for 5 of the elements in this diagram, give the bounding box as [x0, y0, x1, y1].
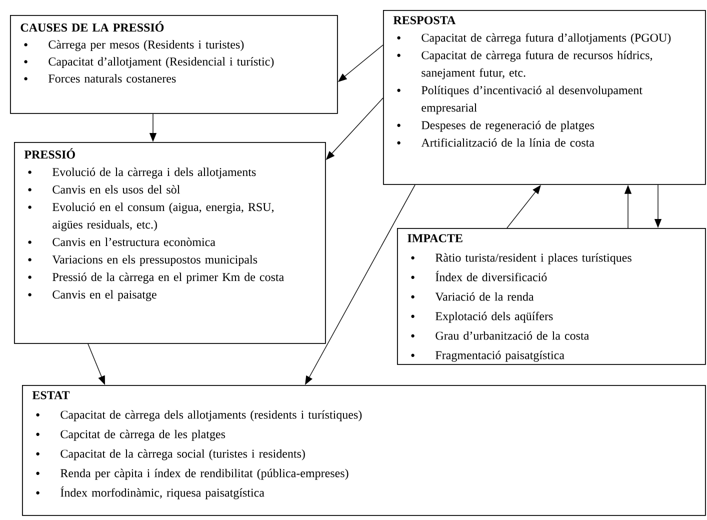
pressure-box: PRESSIÓ Evolució de la càrrega i dels allotjaments Canvis en els usos del sòl Evolució en el consum (aigua, energia, RSU, aigües residuals, etc.) Canvis en l’estructura econòmica Variacions en els pressupostos municipals Pressió de la càrrega en el primer Km de costa Canvis en el paisatge — [14, 142, 326, 344]
response-box: RESPOSTA Capacitat de càrrega futura d’allotjaments (PGOU) Capacitat de càrrega futura de recursos hídrics, sanejament futur, etc. Polítiques d’incentivació al desenvolupament empresarial Despeses de regeneració de platges Artificialització de la línia de costa — [383, 10, 706, 185]
impact-box: IMPACTE Ràtio turista/resident i places turístiques Índex de diversificació Variació de la renda Explotació dels aqüífers Grau d’urbanització de la costa Fragmentació paisatgística — [397, 228, 706, 365]
state-box: ESTAT Capacitat de càrrega dels allotjaments (residents i turístiques) Capcitat de càrrega de les platges Capacitat de la càrrega social (turistes i residents) Renda per càpita i índex de rendibilitat (pública-empreses) Índex morfodinàmic, riquesa paisatgística — [22, 385, 706, 516]
causes-box: CAUSES DE LA PRESSIÓ Càrrega per mesos (Residents i turistes) Capacitat d’allotjament (Residencial i turístic) Forces naturals costaneres — [10, 15, 338, 114]
